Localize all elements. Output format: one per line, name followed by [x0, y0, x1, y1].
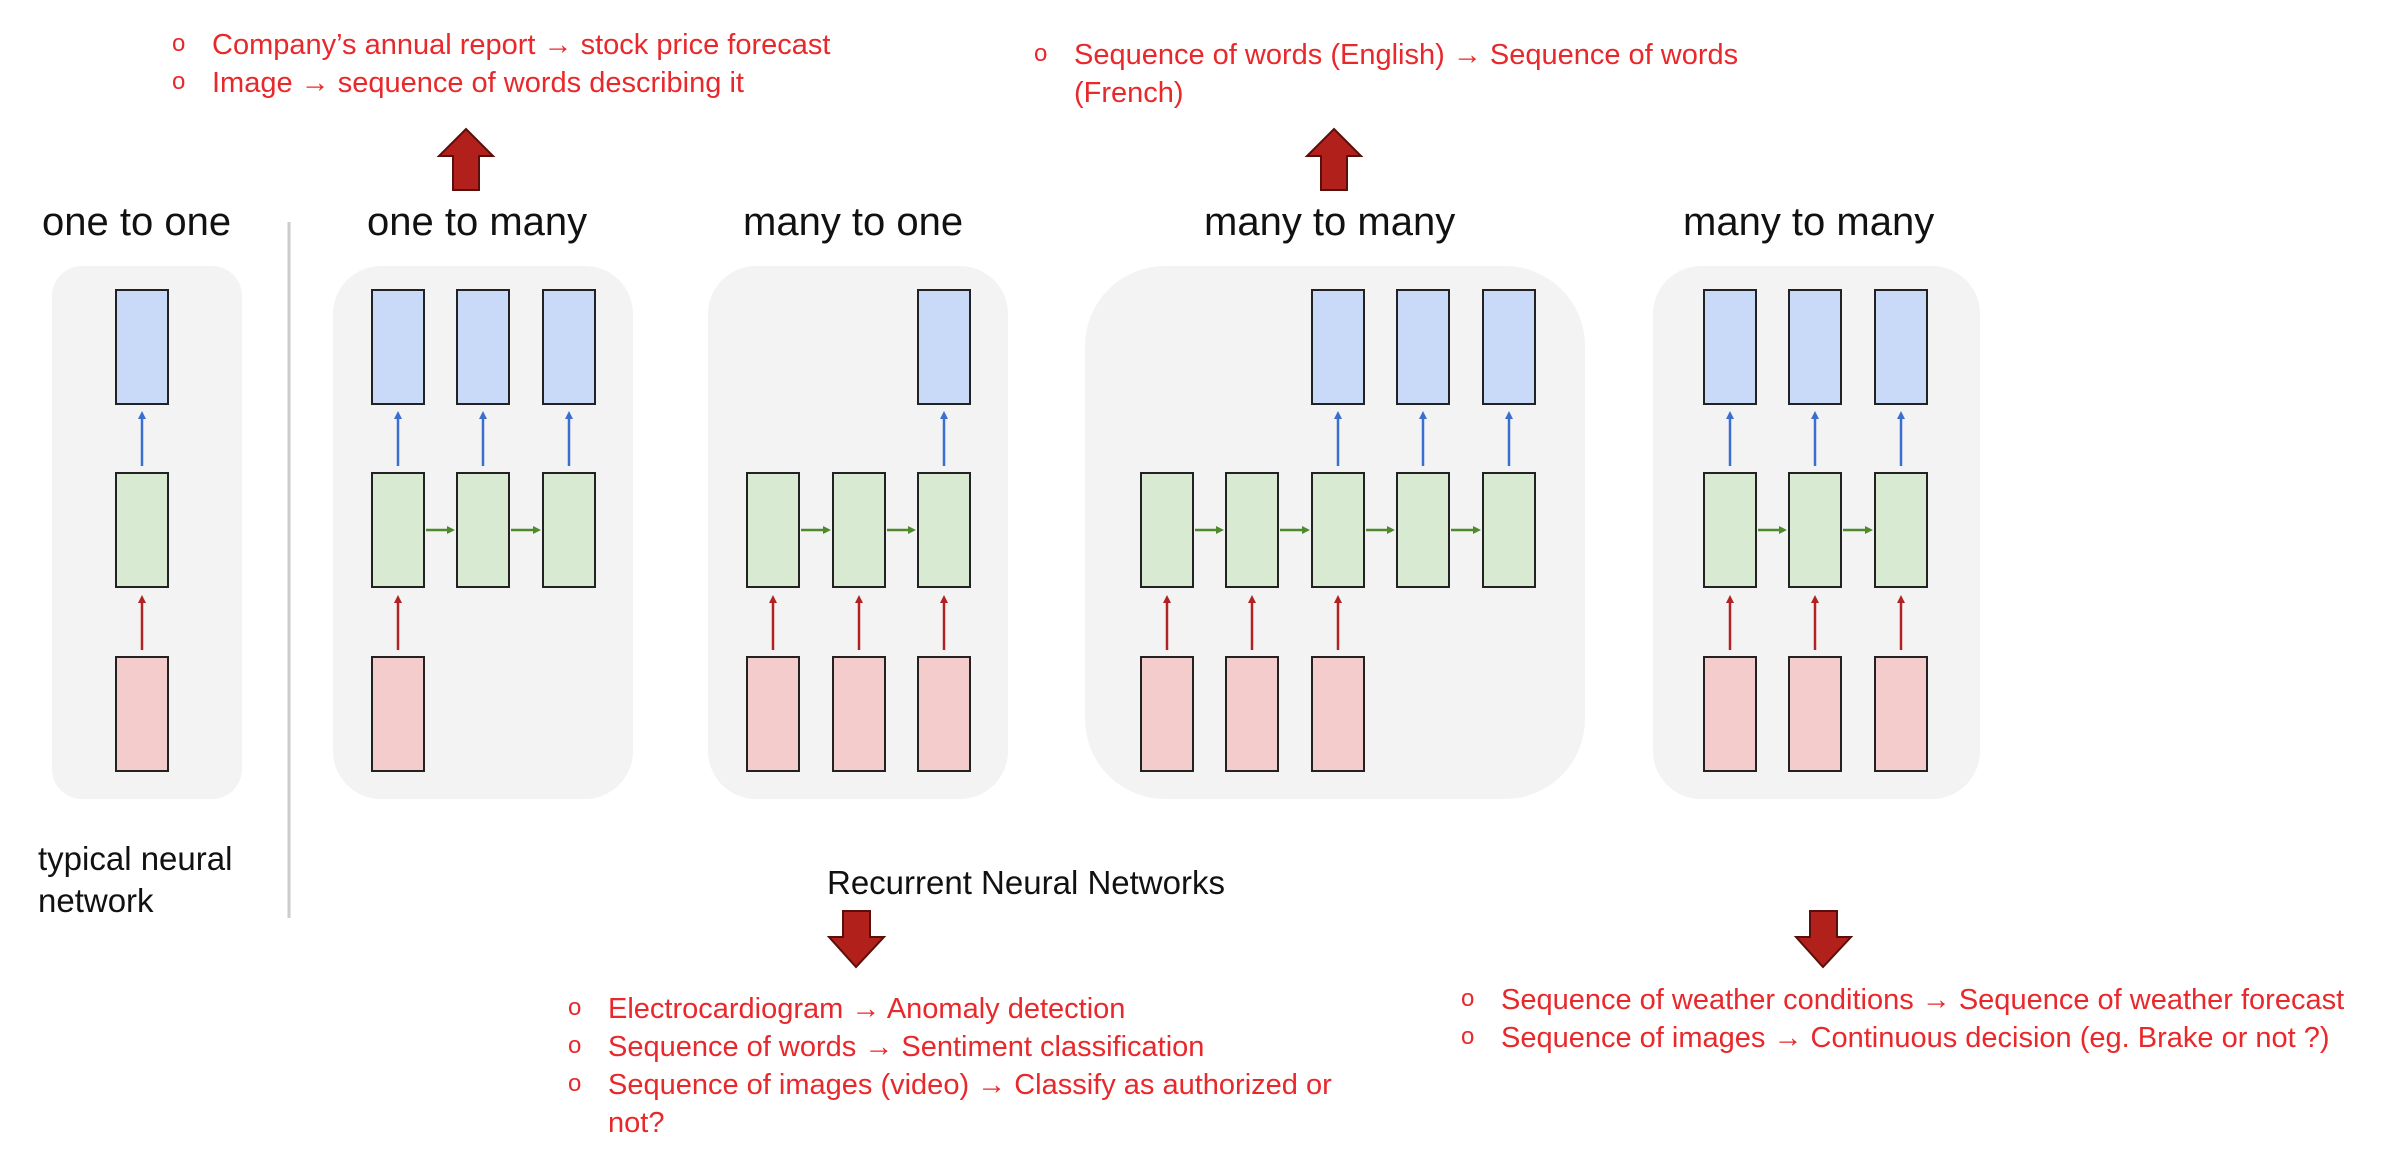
top-left-notes: Company’s annual report → stock price fo… — [172, 25, 830, 102]
panel-title-one-to-one: one to one — [42, 200, 232, 244]
output-cell — [1482, 289, 1536, 405]
big-down-arrow-icon — [1793, 910, 1854, 969]
output-cell — [371, 289, 425, 405]
many-to-one-cells — [746, 289, 971, 772]
hidden-cell — [832, 472, 886, 588]
hidden-cell — [1788, 472, 1842, 588]
input-cell — [917, 656, 971, 772]
output-cell — [917, 289, 971, 405]
panel-title-many-to-many-synced: many to many — [1683, 200, 1935, 244]
big-down-arrow-icon — [826, 910, 887, 969]
note-item: Sequence of images → Continuous decision… — [1461, 1018, 2381, 1057]
input-cell — [115, 656, 169, 772]
input-cell — [1140, 656, 1194, 772]
panel-title-many-to-one: many to one — [743, 200, 964, 244]
input-cell — [371, 656, 425, 772]
hidden-cell — [542, 472, 596, 588]
one-to-many-cells — [371, 289, 596, 772]
input-cell — [1311, 656, 1365, 772]
typical-network-caption: typical neural network — [38, 840, 233, 919]
hidden-cell — [1140, 472, 1194, 588]
output-cell — [1311, 289, 1365, 405]
note-item: Image → sequence of words describing it — [172, 63, 830, 102]
output-cell — [1788, 289, 1842, 405]
hidden-cell — [746, 472, 800, 588]
hidden-cell — [917, 472, 971, 588]
many-to-many-synced-cells — [1703, 289, 1928, 772]
hidden-cell — [1311, 472, 1365, 588]
output-cell — [1396, 289, 1450, 405]
hidden-cell — [1703, 472, 1757, 588]
input-cell — [1874, 656, 1928, 772]
top-right-notes: Sequence of words (English) → Sequence o… — [1034, 35, 1814, 112]
note-item: Sequence of images (video) → Classify as… — [568, 1065, 1348, 1142]
one-to-one-cells — [115, 289, 169, 772]
big-up-arrow-icon — [436, 127, 496, 191]
hidden-cell — [1874, 472, 1928, 588]
output-cell — [1703, 289, 1757, 405]
input-cell — [1225, 656, 1279, 772]
bottom-middle-notes: Electrocardiogram → Anomaly detection Se… — [568, 989, 1348, 1142]
note-item: Sequence of weather conditions → Sequenc… — [1461, 980, 2381, 1019]
note-item: Sequence of words → Sentiment classifica… — [568, 1027, 1348, 1066]
input-cell — [746, 656, 800, 772]
output-cell — [542, 289, 596, 405]
note-item: Sequence of words (English) → Sequence o… — [1034, 35, 1814, 112]
hidden-cell — [456, 472, 510, 588]
hidden-cell — [115, 472, 169, 588]
note-item: Company’s annual report → stock price fo… — [172, 25, 830, 64]
input-cell — [832, 656, 886, 772]
note-item: Electrocardiogram → Anomaly detection — [568, 989, 1348, 1028]
output-cell — [456, 289, 510, 405]
input-cell — [1788, 656, 1842, 772]
hidden-cell — [1482, 472, 1536, 588]
many-to-many-delayed-cells — [1140, 289, 1536, 772]
bottom-right-notes: Sequence of weather conditions → Sequenc… — [1461, 980, 2381, 1057]
output-cell — [1874, 289, 1928, 405]
hidden-cell — [371, 472, 425, 588]
panel-title-many-to-many-delayed: many to many — [1204, 200, 1456, 244]
big-up-arrow-icon — [1304, 127, 1364, 191]
hidden-cell — [1225, 472, 1279, 588]
input-cell — [1703, 656, 1757, 772]
panel-title-one-to-many: one to many — [367, 200, 588, 244]
hidden-cell — [1396, 472, 1450, 588]
rnn-caption: Recurrent Neural Networks — [827, 864, 1225, 901]
output-cell — [115, 289, 169, 405]
